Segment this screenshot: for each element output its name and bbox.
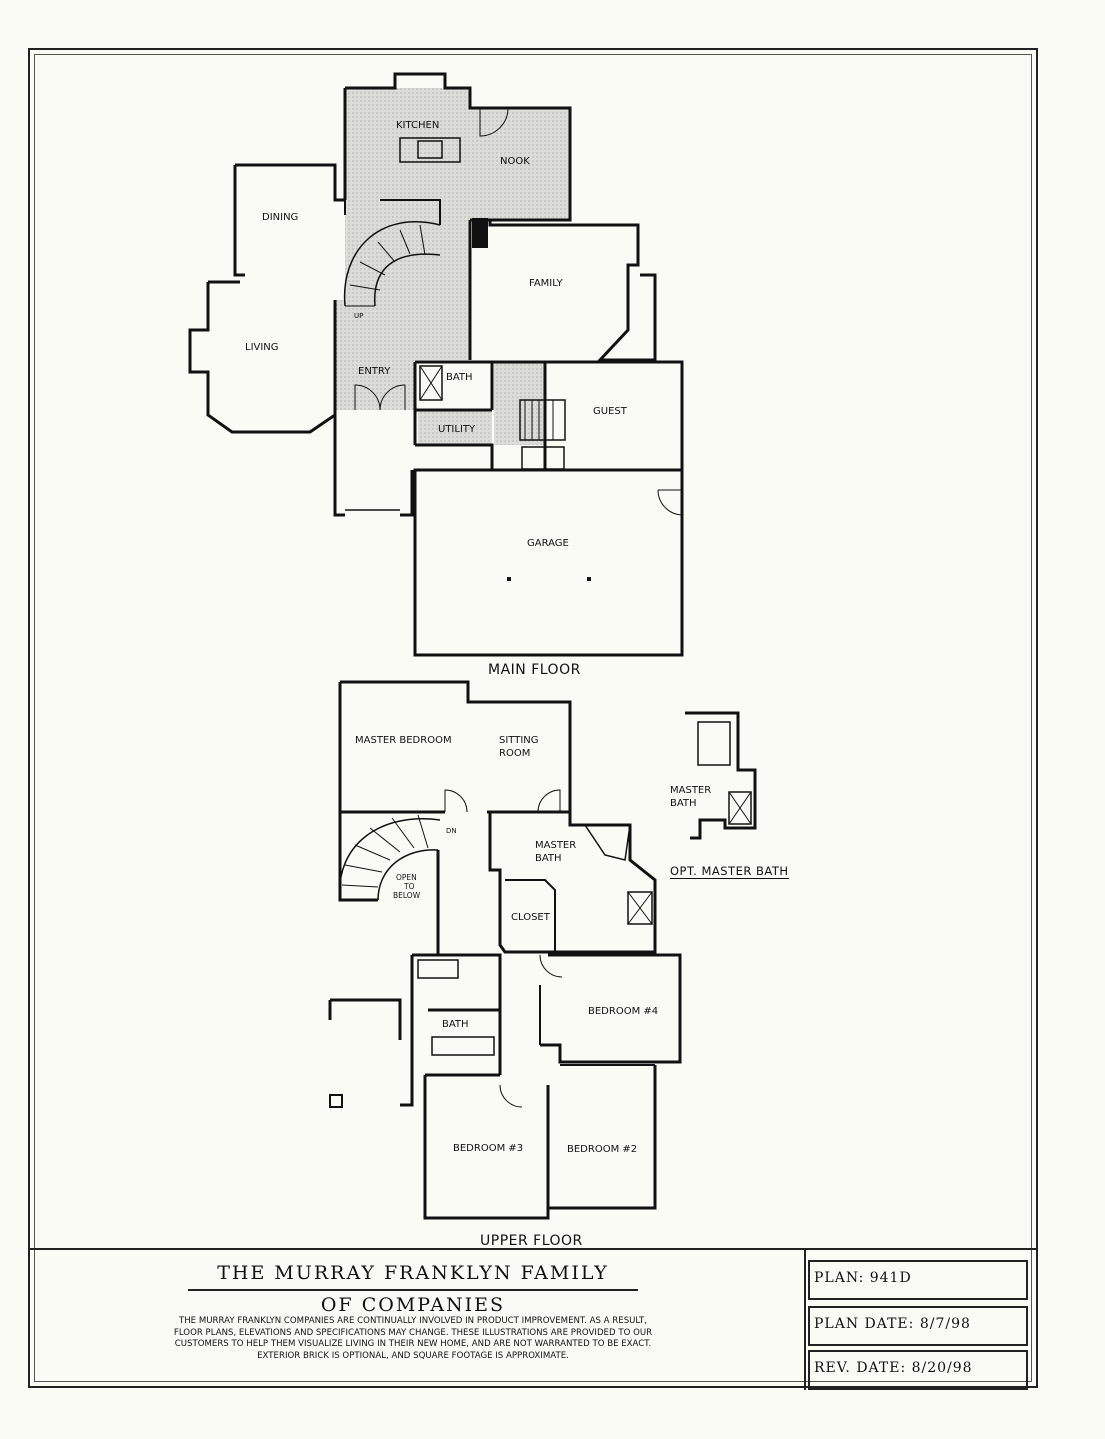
label-to: TO xyxy=(403,882,415,891)
title-block: THE MURRAY FRANKLYN FAMILY OF COMPANIES … xyxy=(28,1248,1038,1390)
room-label-hall-bath: BATH xyxy=(442,1019,469,1030)
company-name-line1: THE MURRAY FRANKLYN FAMILY xyxy=(217,1262,609,1284)
room-label-entry: ENTRY xyxy=(358,366,391,377)
opt-label-master: MASTER xyxy=(670,785,711,796)
room-label-closet: CLOSET xyxy=(511,912,551,923)
label-below: BELOW xyxy=(393,891,421,900)
room-label-dining: DINING xyxy=(262,212,298,223)
opt-master-bath-title: OPT. MASTER BATH xyxy=(670,864,789,879)
room-label-sitting: SITTING xyxy=(499,735,539,746)
deck-post xyxy=(329,1094,343,1108)
room-label-nook: NOOK xyxy=(500,156,530,167)
room-label-master: MASTER xyxy=(535,840,576,851)
kitchen-island xyxy=(399,137,461,163)
main-floor-title: MAIN FLOOR xyxy=(488,662,581,678)
disclaimer-text: THE MURRAY FRANKLYN COMPANIES ARE CONTIN… xyxy=(173,1316,653,1361)
company-box: THE MURRAY FRANKLYN FAMILY OF COMPANIES … xyxy=(28,1250,806,1390)
plan-date-box: PLAN DATE: 8/7/98 xyxy=(808,1306,1028,1346)
shower xyxy=(419,365,443,401)
room-label-master-bedroom: MASTER BEDROOM xyxy=(355,735,452,746)
drawing-sheet-inner-border xyxy=(34,54,1032,1382)
rev-date-box: REV. DATE: 8/20/98 xyxy=(808,1350,1028,1390)
stair-label-up: UP xyxy=(354,312,363,320)
shaded-utility xyxy=(418,410,492,445)
room-label-garage: GARAGE xyxy=(527,538,569,549)
room-label-utility: UTILITY xyxy=(438,424,476,435)
company-name-line2: OF COMPANIES xyxy=(320,1294,506,1316)
plan-number-box: PLAN: 941D xyxy=(808,1260,1028,1300)
room-label-master-bath: BATH xyxy=(535,853,562,864)
opt-label-bath: BATH xyxy=(670,798,697,809)
garage-post xyxy=(587,577,591,581)
garage-post xyxy=(507,577,511,581)
room-label-guest: GUEST xyxy=(593,406,628,417)
shower-upper xyxy=(627,891,653,925)
label-open: OPEN xyxy=(396,873,417,882)
room-label-living: LIVING xyxy=(245,342,279,353)
stair-label-dn: DN xyxy=(446,827,457,835)
washer-dryer xyxy=(521,446,565,470)
company-name-underline xyxy=(188,1289,638,1291)
main-floor-plan xyxy=(188,72,684,657)
shaded-tile-area xyxy=(335,88,570,410)
room-label-bath: BATH xyxy=(446,372,473,383)
room-label-bedroom-4: BEDROOM #4 xyxy=(588,1006,658,1017)
opt-master-bath-plan xyxy=(685,711,757,840)
room-label-family: FAMILY xyxy=(529,278,563,289)
room-label-bedroom-2: BEDROOM #2 xyxy=(567,1144,637,1155)
double-vanity xyxy=(431,1036,495,1056)
upper-floor-plan xyxy=(328,680,682,1220)
hall-tub xyxy=(417,959,459,979)
room-label-bedroom-3: BEDROOM #3 xyxy=(453,1143,523,1154)
room-label-kitchen: KITCHEN xyxy=(396,120,439,131)
fireplace-hearth xyxy=(472,218,488,248)
drawing-sheet-border xyxy=(28,48,1038,1388)
cooktop xyxy=(417,140,443,159)
room-label-room: ROOM xyxy=(499,748,530,759)
corner-tub xyxy=(583,824,631,861)
upper-floor-title: UPPER FLOOR xyxy=(480,1233,583,1249)
